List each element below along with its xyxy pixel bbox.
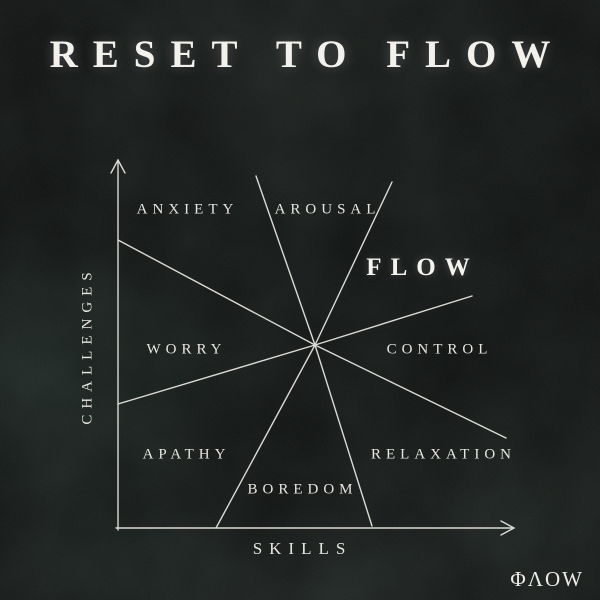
boundary-worry-anxiety xyxy=(117,239,316,346)
brand-logo: ΦΛOW xyxy=(510,567,584,591)
region-label-worry: WORRY xyxy=(146,341,227,358)
boundary-control-relaxation xyxy=(314,344,507,439)
region-label-flow: FLOW xyxy=(366,254,479,281)
boundary-boredom-apathy xyxy=(215,344,316,529)
boundary-anxiety-arousal xyxy=(255,175,316,346)
x-axis-label: SKILLS xyxy=(252,539,353,558)
boundary-arousal-flow xyxy=(314,181,393,346)
region-label-control: CONTROL xyxy=(386,341,493,358)
region-label-relaxation: RELAXATION xyxy=(371,446,516,463)
x-axis-arrow-icon xyxy=(500,520,516,536)
region-label-apathy: APATHY xyxy=(142,446,231,463)
y-axis-label: CHALLENGES xyxy=(79,266,96,425)
page-title: RESET TO FLOW xyxy=(49,33,566,76)
region-label-boredom: BOREDOM xyxy=(247,481,358,498)
boundary-apathy-worry xyxy=(117,344,316,405)
region-label-anxiety: ANXIETY xyxy=(136,201,239,218)
y-axis-arrow-icon xyxy=(110,158,126,174)
boundary-relaxation-boredom xyxy=(314,344,373,527)
region-label-arousal: AROUSAL xyxy=(274,201,381,218)
boundary-flow-control xyxy=(314,295,473,346)
